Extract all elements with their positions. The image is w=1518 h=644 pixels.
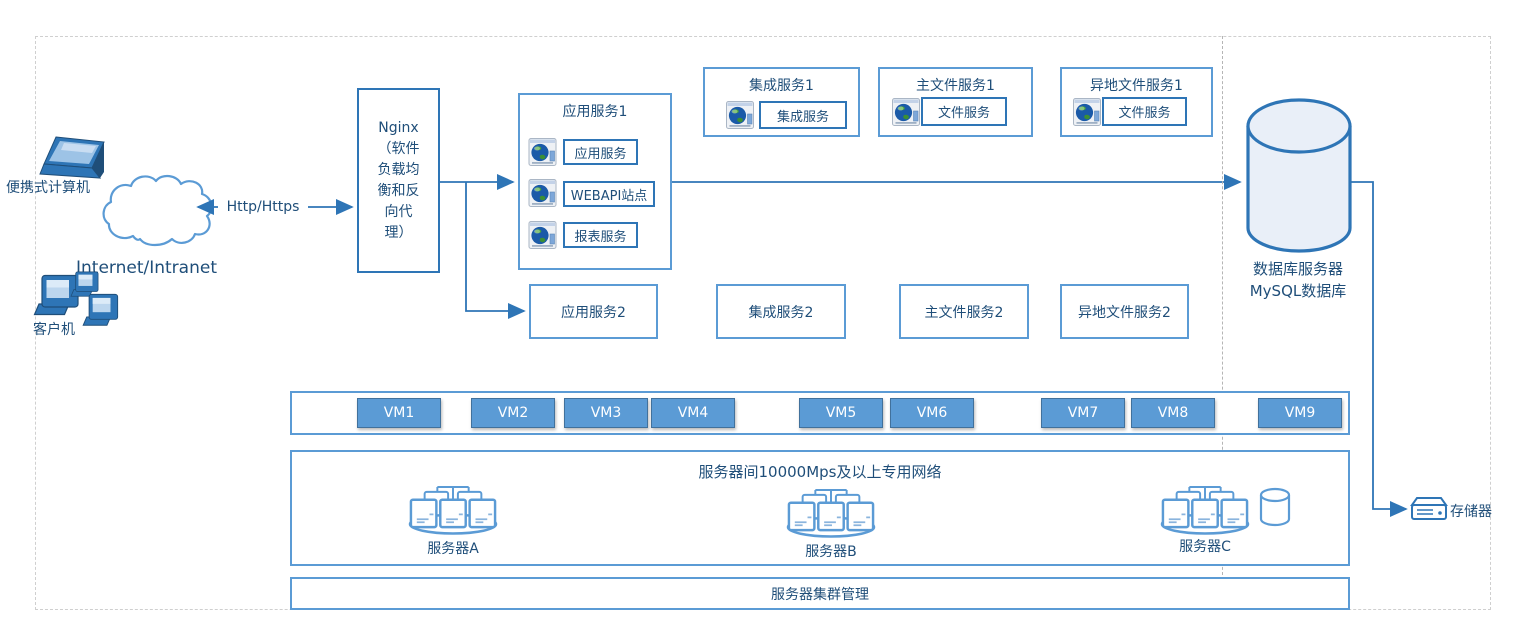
web-service-icon (892, 98, 920, 126)
server-cluster-icon[interactable] (1160, 483, 1250, 536)
vm-node[interactable]: VM2 (471, 398, 555, 428)
file-service-chip[interactable]: 文件服务 (1102, 97, 1187, 126)
vm-node[interactable]: VM7 (1041, 398, 1125, 428)
vm-node[interactable]: VM8 (1131, 398, 1215, 428)
web-service-icon (528, 138, 557, 166)
nginx-node[interactable]: Nginx （软件 负载均 衡和反 向代 理） (357, 88, 440, 273)
remote-file-service1-title: 异地文件服务1 (1090, 78, 1183, 94)
clients-label: 客户机 (33, 322, 75, 338)
vm-node[interactable]: VM9 (1258, 398, 1342, 428)
web-service-icon (528, 221, 557, 249)
storage-device-icon (1410, 496, 1448, 524)
laptop-label: 便携式计算机 (6, 180, 90, 196)
vm-node[interactable]: VM5 (799, 398, 883, 428)
main-file-service1-title: 主文件服务1 (916, 78, 995, 94)
server-b-label: 服务器B (805, 544, 857, 560)
vm-node[interactable]: VM6 (890, 398, 974, 428)
mysql-label: MySQL数据库 (1249, 282, 1347, 300)
webapi-site-chip[interactable]: WEBAPI站点 (563, 181, 655, 207)
internet-label: Internet/Intranet (76, 258, 217, 278)
cluster-management-bar: 服务器集群管理 (290, 577, 1350, 610)
network-title: 服务器间10000Mps及以上专用网络 (698, 463, 942, 481)
client-monitor-icon (82, 293, 120, 329)
file-service-chip[interactable]: 文件服务 (921, 97, 1007, 126)
storage-label: 存储器 (1450, 504, 1492, 520)
vm-node[interactable]: VM4 (651, 398, 735, 428)
database-server-label: 数据库服务器 (1252, 260, 1343, 278)
integration-service1-title: 集成服务1 (749, 78, 814, 94)
http-link-label: Http/Https (218, 197, 308, 217)
integration-service-chip[interactable]: 集成服务 (759, 101, 847, 129)
zone-divider (1222, 36, 1223, 610)
app-service1-title: 应用服务1 (562, 104, 628, 120)
app-service-chip[interactable]: 应用服务 (563, 139, 638, 165)
server-a-label: 服务器A (427, 541, 479, 557)
vm-node[interactable]: VM3 (564, 398, 648, 428)
web-service-icon (726, 101, 754, 129)
vm-node[interactable]: VM1 (357, 398, 441, 428)
web-service-icon (528, 179, 557, 207)
web-service-icon (1073, 98, 1101, 126)
remote-file-service2-box[interactable]: 异地文件服务2 (1060, 284, 1189, 339)
report-service-chip[interactable]: 报表服务 (563, 222, 638, 248)
main-file-service2-box[interactable]: 主文件服务2 (899, 284, 1029, 339)
server-c-label: 服务器C (1179, 539, 1231, 555)
server-cluster-icon[interactable] (786, 486, 876, 539)
database-icon (1258, 487, 1292, 527)
app-service2-box[interactable]: 应用服务2 (529, 284, 658, 339)
server-cluster-icon[interactable] (408, 483, 498, 536)
integration-service2-box[interactable]: 集成服务2 (716, 284, 846, 339)
